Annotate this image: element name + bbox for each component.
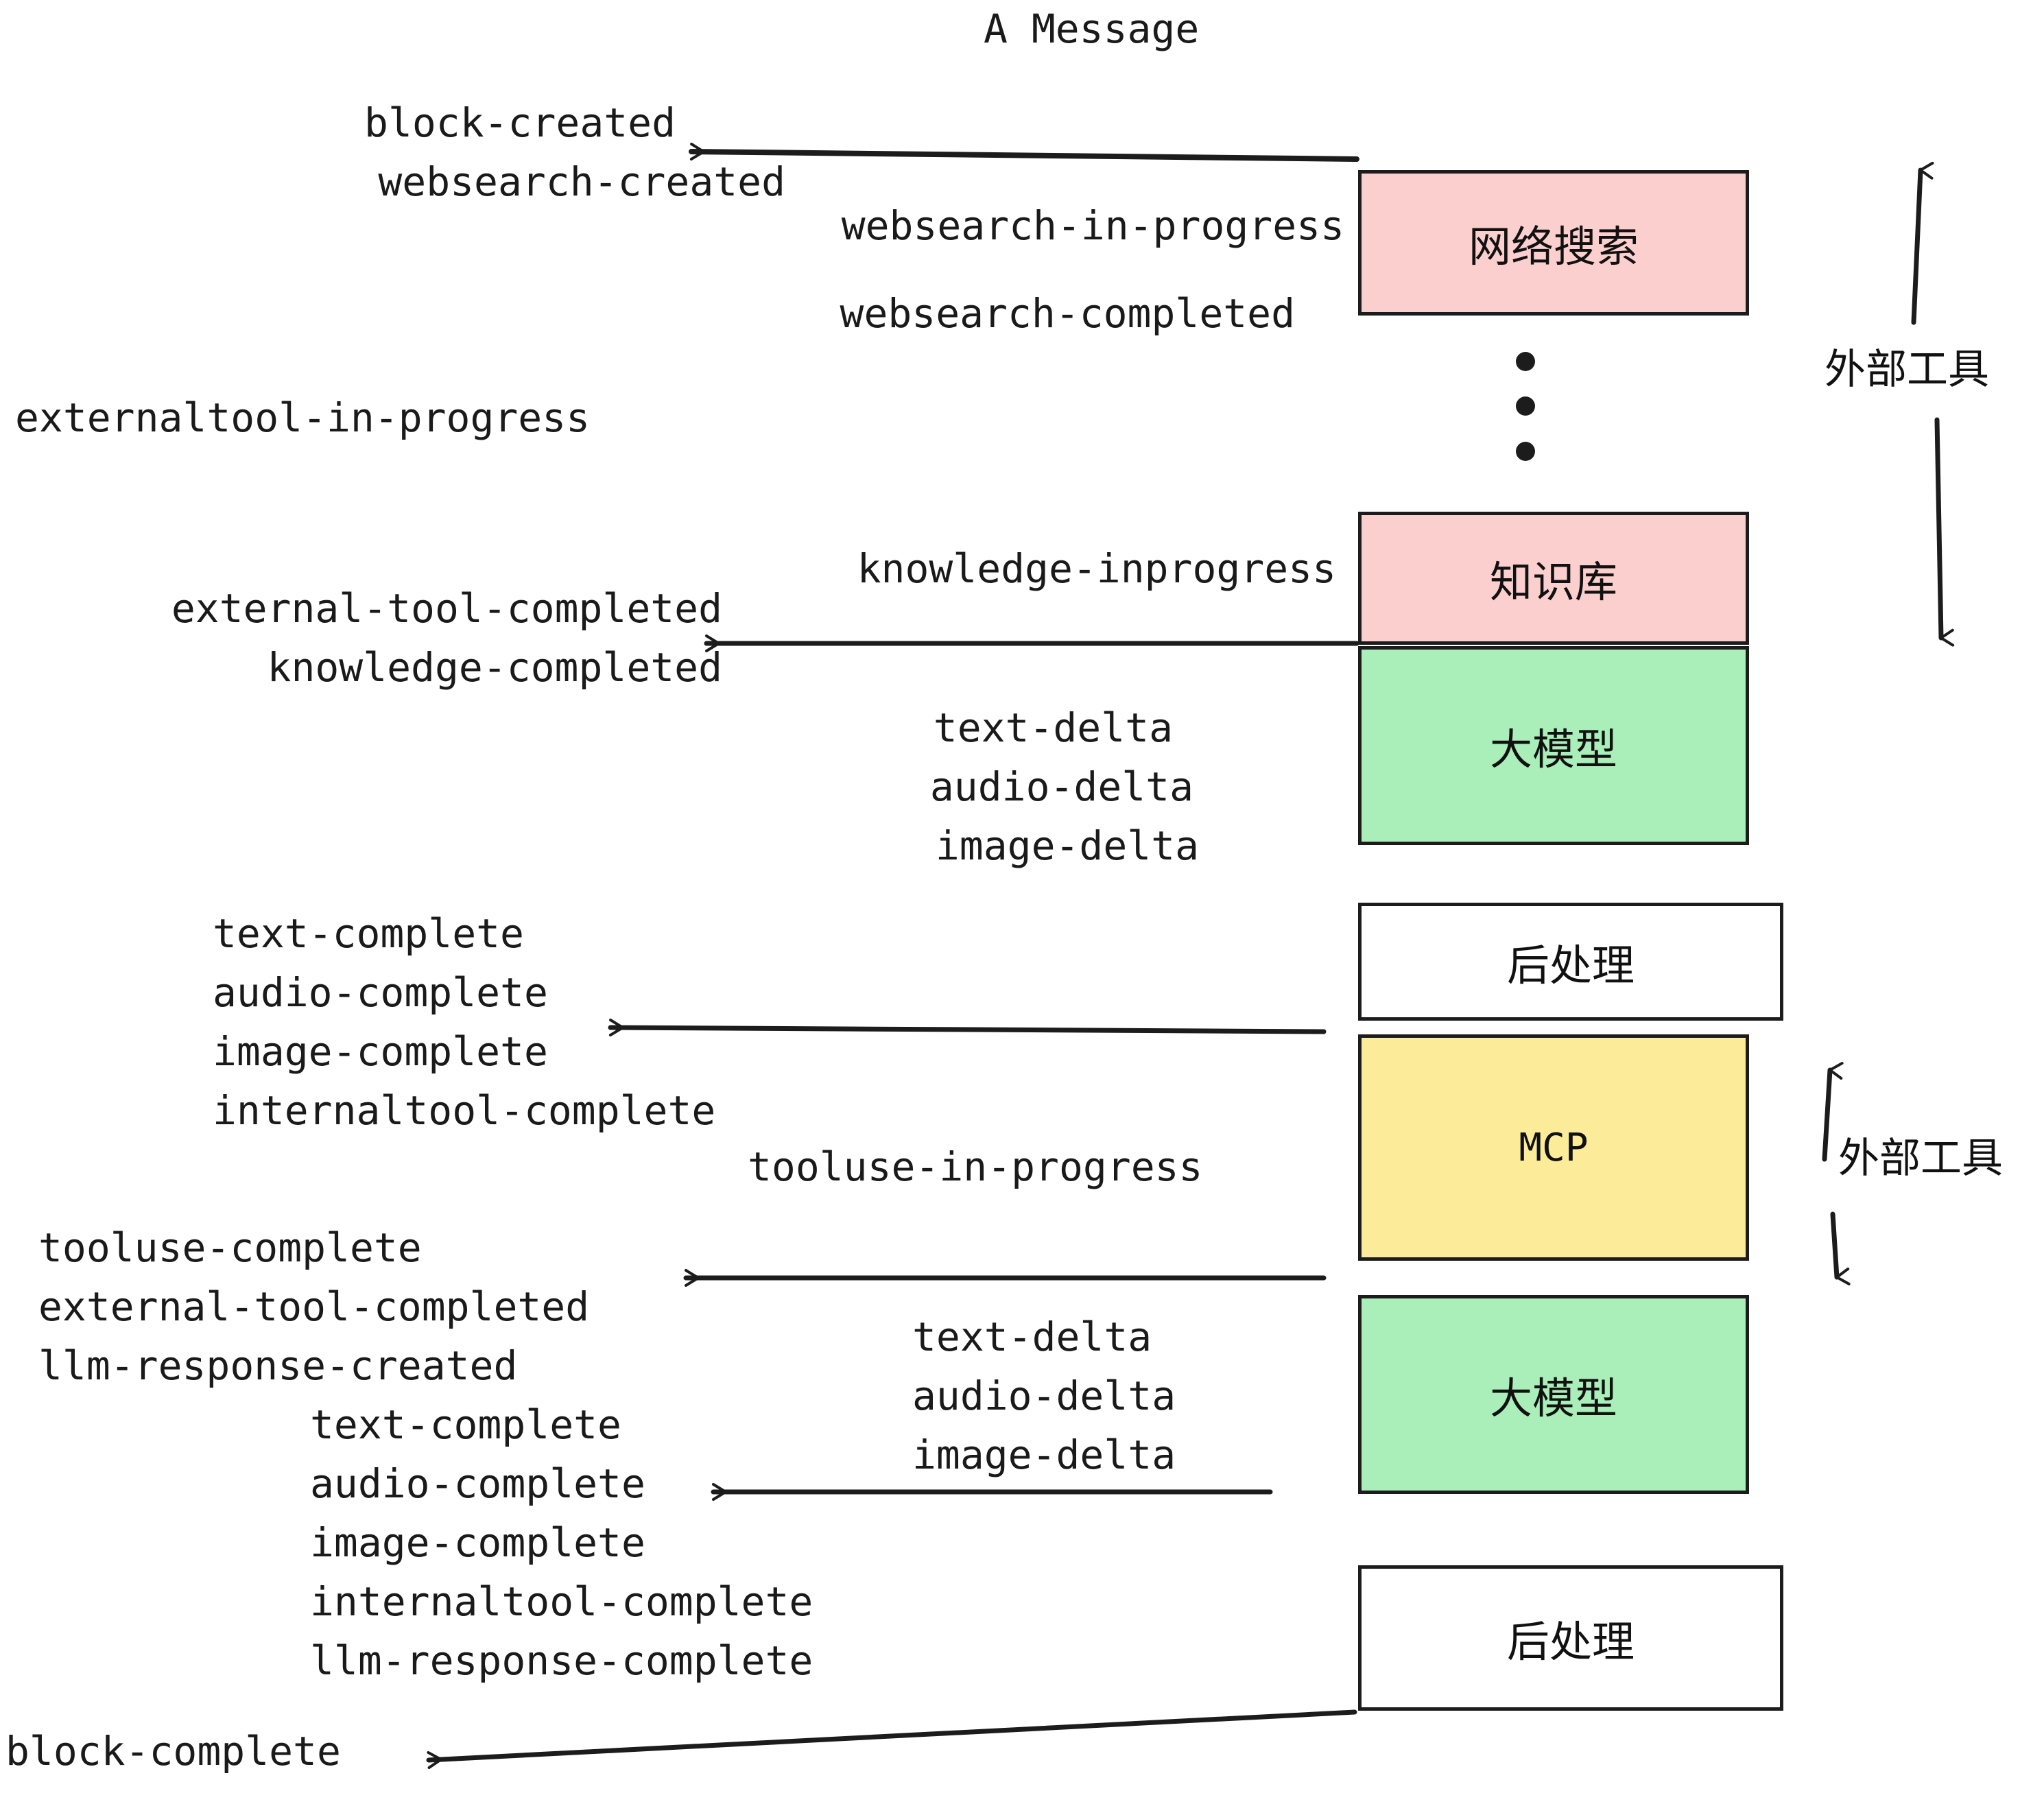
event-knowledge-inprogress: knowledge-inprogress (857, 545, 1336, 592)
bracket-arrow-down-lower (1830, 1211, 1851, 1285)
node-knowledge[interactable]: 知识库 (1358, 512, 1749, 645)
node-llm-2-label: 大模型 (1489, 1373, 1617, 1423)
event-websearch-completed: websearch-completed (840, 290, 1295, 337)
event-websearch-in-progress: websearch-in-progress (841, 202, 1344, 249)
event-audio-delta-2: audio-delta (912, 1373, 1176, 1419)
event-audio-complete-1: audio-complete (213, 969, 548, 1016)
event-llm-response-complete: llm-response-complete (310, 1637, 813, 1684)
event-text-delta-2: text-delta (912, 1314, 1152, 1360)
event-audio-complete-2: audio-complete (310, 1460, 645, 1507)
event-externaltool-in-progress: externaltool-in-progress (15, 394, 591, 441)
node-postprocess-1[interactable]: 后处理 (1358, 903, 1783, 1021)
bracket-label-external-tool-upper: 外部工具 (1825, 346, 1989, 394)
arrow-postprocess1-to-image-complete (608, 1019, 1327, 1036)
node-llm-1-label: 大模型 (1489, 724, 1617, 774)
page-title: A Message (984, 5, 1200, 52)
node-mcp-label: MCP (1519, 1125, 1589, 1170)
node-knowledge-label: 知识库 (1489, 557, 1617, 607)
event-websearch-created: websearch-created (378, 158, 785, 205)
event-image-delta-2: image-delta (912, 1432, 1176, 1478)
node-llm-2[interactable]: 大模型 (1358, 1295, 1749, 1494)
event-internaltool-complete-1: internaltool-complete (213, 1087, 716, 1134)
event-text-complete-2: text-complete (310, 1401, 621, 1448)
ellipsis-dots (1516, 352, 1535, 461)
event-tooluse-in-progress: tooluse-in-progress (748, 1143, 1203, 1190)
event-block-complete: block-complete (5, 1728, 341, 1775)
event-audio-delta-1: audio-delta (929, 763, 1193, 810)
node-postprocess-2-label: 后处理 (1506, 1617, 1635, 1667)
node-llm-1[interactable]: 大模型 (1358, 646, 1749, 845)
node-mcp[interactable]: MCP (1358, 1034, 1749, 1261)
node-websearch-label: 网络搜索 (1468, 222, 1639, 272)
arrow-websearch-to-block-created (689, 143, 1359, 162)
event-image-complete-1: image-complete (213, 1028, 548, 1075)
bracket-arrow-up-upper (1911, 161, 1934, 325)
arrow-postprocess2-to-block-complete (426, 1709, 1357, 1769)
node-websearch[interactable]: 网络搜索 (1358, 170, 1749, 316)
bracket-arrow-down-upper (1934, 417, 1955, 647)
event-text-complete-1: text-complete (213, 910, 524, 957)
event-text-delta-1: text-delta (933, 704, 1173, 751)
event-tooluse-complete: tooluse-complete (38, 1224, 422, 1271)
node-postprocess-2[interactable]: 后处理 (1358, 1565, 1783, 1711)
bracket-arrow-up-lower (1822, 1062, 1844, 1162)
event-block-created: block-created (364, 99, 676, 146)
event-llm-response-created: llm-response-created (38, 1342, 518, 1389)
event-external-tool-completed-1: external-tool-completed (171, 585, 722, 632)
event-external-tool-completed-2: external-tool-completed (38, 1283, 590, 1330)
event-internaltool-complete-2: internaltool-complete (310, 1578, 813, 1625)
node-postprocess-1-label: 后处理 (1506, 940, 1635, 990)
event-image-delta-1: image-delta (935, 822, 1199, 869)
bracket-label-external-tool-lower: 外部工具 (1838, 1135, 2003, 1183)
event-knowledge-completed: knowledge-completed (267, 644, 722, 691)
event-image-complete-2: image-complete (310, 1519, 645, 1566)
